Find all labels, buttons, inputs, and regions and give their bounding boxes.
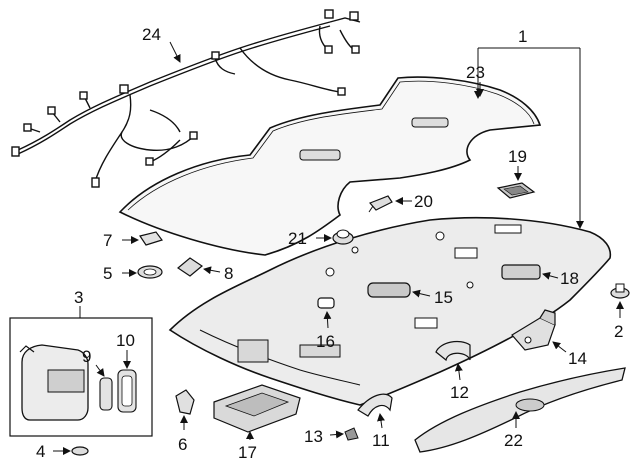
trim-panel-part-22 xyxy=(414,367,626,453)
callout-20: 20 xyxy=(414,192,433,211)
callout-9: 9 xyxy=(82,347,91,366)
reading-lamp-part-19 xyxy=(496,182,536,199)
wiring-harness-part xyxy=(11,9,361,188)
callout-1: 1 xyxy=(518,27,527,46)
callout-8: 8 xyxy=(224,264,233,283)
callout-7: 7 xyxy=(103,231,112,250)
bracket-part-14 xyxy=(511,309,556,351)
grommet-part-21 xyxy=(332,229,354,245)
bezel-part-5 xyxy=(137,265,163,279)
callout-19: 19 xyxy=(508,147,527,166)
callout-12: 12 xyxy=(450,383,469,402)
callout-3: 3 xyxy=(74,288,83,307)
callout-11: 11 xyxy=(372,431,390,450)
assist-handle-part-11 xyxy=(357,393,393,417)
fastener-part-2 xyxy=(610,283,630,299)
bracket-part-6 xyxy=(175,389,195,415)
callout-labels: 1 2 3 4 5 6 7 8 9 10 11 12 13 14 15 16 1… xyxy=(36,25,623,462)
callout-10: 10 xyxy=(116,331,135,350)
callout-23: 23 xyxy=(466,63,485,82)
callout-13: 13 xyxy=(304,427,323,446)
overhead-console-part-15 xyxy=(367,282,411,298)
callout-2: 2 xyxy=(614,322,623,341)
callout-22: 22 xyxy=(504,431,523,450)
cover-part-7 xyxy=(139,231,163,246)
callout-5: 5 xyxy=(103,264,112,283)
console-part-17 xyxy=(213,384,301,433)
clip-part-16 xyxy=(317,297,335,309)
callout-21: 21 xyxy=(288,229,307,248)
sun-visor-box xyxy=(9,317,153,437)
callout-17: 17 xyxy=(238,443,257,462)
clip-part-13 xyxy=(344,427,359,441)
headliner-main-part xyxy=(168,216,612,406)
callout-6: 6 xyxy=(178,435,187,454)
clip-part-8 xyxy=(176,257,204,277)
assist-handle-part-12 xyxy=(435,340,471,362)
headliner-upper-panel-part xyxy=(118,76,542,256)
dome-lamp-part-18 xyxy=(501,264,541,280)
leader-lines xyxy=(53,41,624,455)
callout-14: 14 xyxy=(568,349,587,368)
callout-18: 18 xyxy=(560,269,579,288)
callout-24: 24 xyxy=(142,25,161,44)
callout-4: 4 xyxy=(36,442,45,461)
callout-15: 15 xyxy=(434,288,453,307)
callout-16: 16 xyxy=(316,332,335,351)
clip-part-4 xyxy=(71,446,89,456)
bracket-part-20 xyxy=(368,195,393,213)
